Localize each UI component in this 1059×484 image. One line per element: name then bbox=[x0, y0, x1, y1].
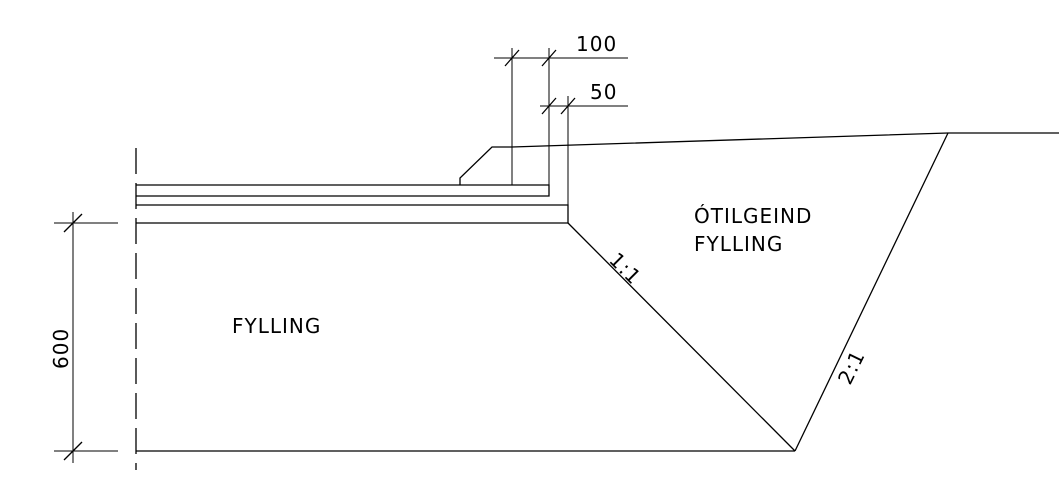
dimension-100: 100 bbox=[494, 32, 628, 67]
dimension-600-label: 600 bbox=[49, 328, 73, 369]
dimension-50: 50 bbox=[540, 80, 628, 115]
slope-1-1-label: 1:1 bbox=[604, 248, 646, 290]
pavement-layers bbox=[136, 184, 569, 224]
slope-1-1-line bbox=[567, 222, 796, 452]
dimension-600: 600 bbox=[49, 212, 118, 463]
slope-2-1-label: 2:1 bbox=[833, 346, 870, 388]
unspecified-fill-label-line2: FYLLING bbox=[694, 232, 783, 256]
fill-label: FYLLING bbox=[232, 314, 321, 338]
dimension-100-label: 100 bbox=[576, 32, 617, 56]
top-dimension-extensions bbox=[511, 48, 569, 205]
top-layer bbox=[136, 184, 550, 197]
dimension-50-label: 50 bbox=[590, 80, 617, 104]
terrain-line bbox=[511, 132, 1059, 148]
slope-2-1-line bbox=[794, 132, 949, 452]
curb bbox=[459, 146, 512, 185]
second-layer bbox=[136, 204, 569, 224]
unspecified-fill-label-line1: ÓTILGEIND bbox=[694, 204, 812, 228]
